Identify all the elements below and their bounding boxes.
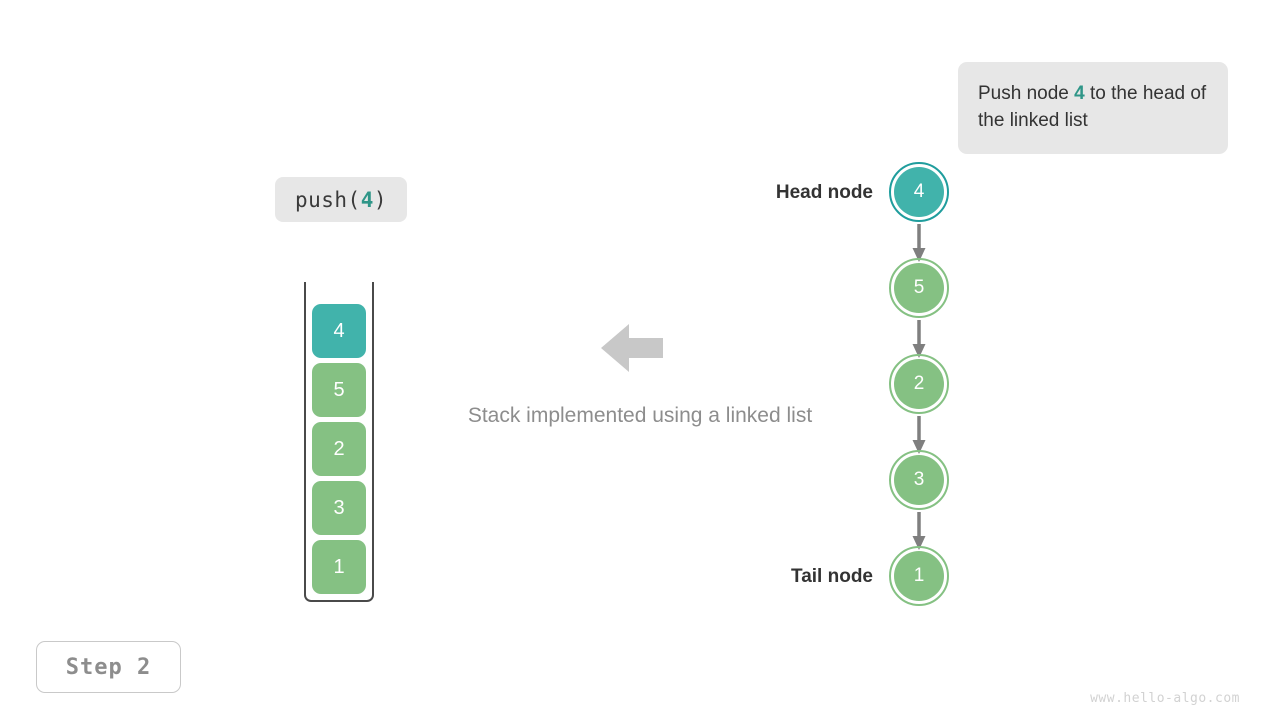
node-outer-ring (889, 450, 949, 510)
node-value: 5 (894, 263, 944, 313)
tail-node-label: Tail node (791, 566, 873, 587)
linked-list-node: 5 (889, 258, 949, 318)
push-label-suffix: ) (373, 187, 388, 212)
node-value: 2 (894, 359, 944, 409)
linked-list-connector-arrow (911, 416, 927, 461)
step-badge: Step 2 (36, 641, 181, 693)
stack-cell: 2 (312, 422, 366, 476)
left-arrow-icon (601, 320, 663, 376)
linked-list-node: 2 (889, 354, 949, 414)
node-value: 3 (894, 455, 944, 505)
node-value: 4 (894, 167, 944, 217)
callout-text-prefix: Push node (978, 83, 1075, 104)
linked-list-visualization: 4 Head node 5 2 3 1 Tail node (740, 150, 1000, 620)
push-label-prefix: push( (294, 187, 361, 212)
linked-list-connector-arrow (911, 512, 927, 557)
push-operation-label: push(4) (275, 177, 407, 222)
callout-tooltip: Push node 4 to the head of the linked li… (958, 62, 1228, 154)
stack-cell: 4 (312, 304, 366, 358)
stack-cell-value: 1 (333, 555, 345, 578)
stack-cell-value: 3 (333, 496, 345, 519)
stack-cell-value: 5 (333, 378, 345, 401)
stack-cell: 3 (312, 481, 366, 535)
stack-cell-value: 2 (333, 437, 345, 460)
watermark: www.hello-algo.com (1090, 691, 1240, 706)
linked-list-node: 4 (889, 162, 949, 222)
linked-list-connector-arrow (911, 320, 927, 365)
stack-cell-value: 4 (333, 319, 345, 342)
callout-highlight-value: 4 (1074, 83, 1085, 104)
diagram-caption: Stack implemented using a linked list (467, 404, 813, 427)
node-outer-ring (889, 546, 949, 606)
node-outer-ring (889, 258, 949, 318)
stack-cell: 5 (312, 363, 366, 417)
linked-list-connector-arrow (911, 224, 927, 269)
stack-visualization: 4 5 2 3 1 (296, 282, 382, 604)
linked-list-node: 3 (889, 450, 949, 510)
linked-list-node: 1 (889, 546, 949, 606)
node-outer-ring (889, 162, 949, 222)
node-outer-ring (889, 354, 949, 414)
push-label-value: 4 (360, 187, 374, 212)
node-value: 1 (894, 551, 944, 601)
head-node-label: Head node (775, 182, 873, 203)
callout-text-suffix: to the head of the linked list (978, 83, 1207, 131)
stack-cell: 1 (312, 540, 366, 594)
